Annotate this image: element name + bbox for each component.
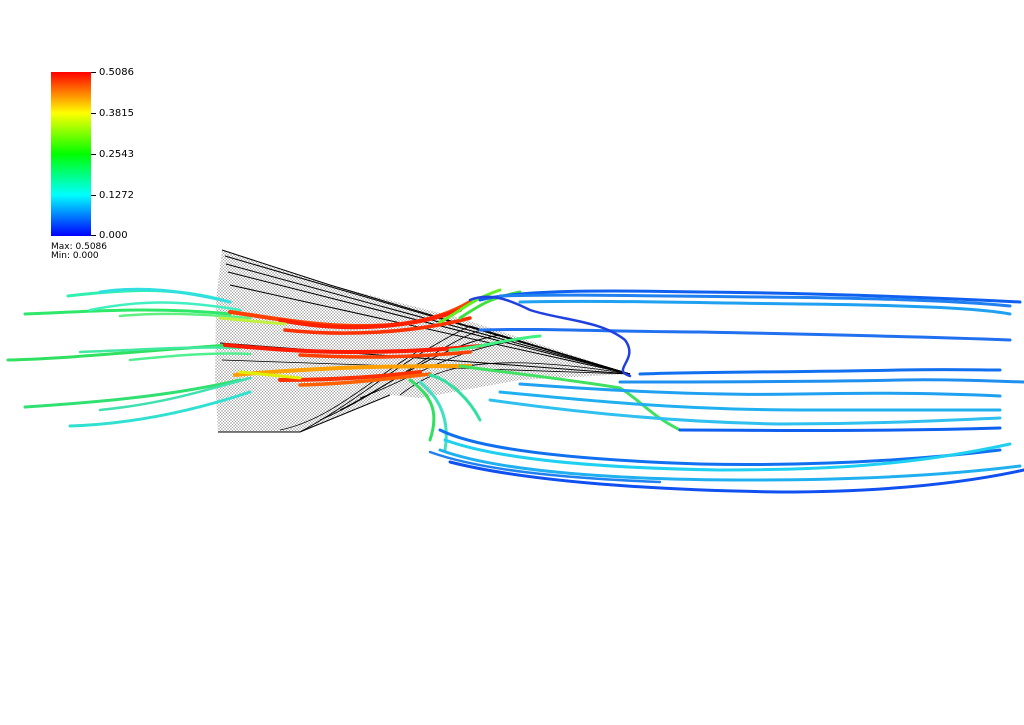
legend-tick-label-2: 0.2543 bbox=[99, 149, 134, 160]
outflow-streamlines bbox=[428, 289, 1024, 494]
colormap-bar bbox=[51, 72, 91, 236]
legend-max: Max: 0.5086 bbox=[51, 243, 107, 252]
legend-tick-label-4: 0.000 bbox=[99, 230, 128, 241]
wireframe-body bbox=[215, 249, 631, 433]
cone-mesh bbox=[215, 250, 630, 432]
legend-min-label: Min: bbox=[51, 251, 71, 261]
inflow-streamlines bbox=[6, 287, 252, 428]
legend-tick-label-3: 0.1272 bbox=[99, 190, 134, 201]
legend-tick-2 bbox=[91, 154, 96, 155]
legend-max-label: Max: bbox=[51, 242, 73, 252]
legend-tick-3 bbox=[91, 195, 96, 196]
legend-tick-label-1: 0.3815 bbox=[99, 108, 134, 119]
legend-tick-label-0: 0.5086 bbox=[99, 67, 134, 78]
legend-tick-0 bbox=[91, 72, 96, 73]
legend-tick-1 bbox=[91, 113, 96, 114]
legend-max-value: 0.5086 bbox=[75, 242, 108, 252]
legend-min: Min: 0.000 bbox=[51, 252, 99, 261]
legend-min-value: 0.000 bbox=[72, 251, 99, 261]
color-legend: 0.5086 0.3815 0.2543 0.1272 0.000 Max: 0… bbox=[51, 68, 161, 272]
legend-tick-4 bbox=[91, 235, 96, 236]
core-streamlines bbox=[218, 300, 482, 387]
